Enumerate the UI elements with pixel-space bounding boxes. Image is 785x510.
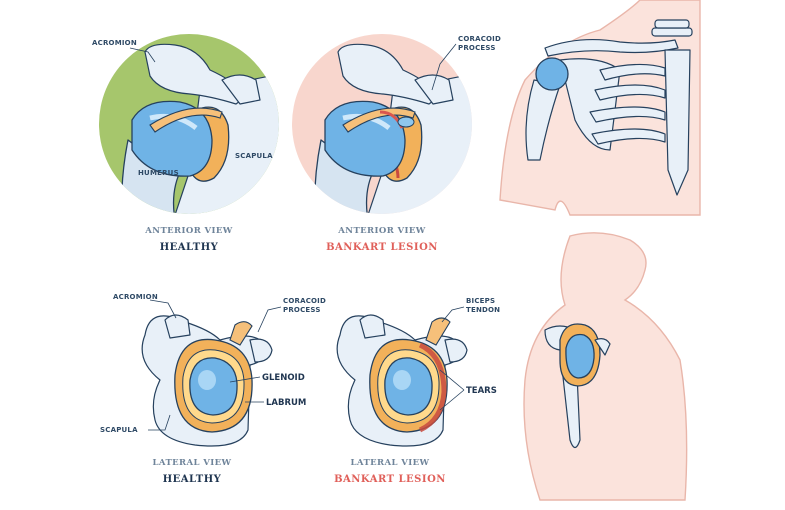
biceps-label-line2: TENDON [466, 306, 500, 314]
lateral-view-caption: LATERAL VIEW [153, 458, 232, 468]
coracoid-label-lateral-line2: PROCESS [283, 306, 321, 314]
glenoid-label: GLENOID [262, 373, 305, 383]
bankart-lesion-caption: BANKART LESION [326, 242, 438, 253]
side-body-silhouette [523, 232, 688, 501]
lateral-lesion-illustration: BICEPS TENDON TEARS LATERAL VIEW BANKART… [334, 297, 500, 485]
coracoid-label-lateral-line1: CORACOID [283, 297, 326, 305]
scapula-label-lateral: SCAPULA [100, 426, 138, 434]
coracoid-label-line2: PROCESS [458, 44, 496, 52]
healthy-caption: HEALTHY [160, 242, 219, 253]
acromion-label-lateral: ACROMION [113, 293, 158, 301]
bankart-lesion-caption-lateral: BANKART LESION [334, 474, 446, 485]
anterior-view-caption: ANTERIOR VIEW [144, 226, 232, 236]
anterior-healthy-illustration: ACROMION HUMERUS SCAPULA ANTERIOR VIEW H… [92, 34, 279, 253]
labrum-label: LABRUM [266, 398, 306, 408]
tears-label: TEARS [466, 386, 497, 396]
healthy-caption-lateral: HEALTHY [163, 474, 222, 485]
lateral-healthy-illustration: ACROMION CORACOID PROCESS GLENOID LABRUM… [100, 293, 326, 485]
lateral-view-caption-lesion: LATERAL VIEW [351, 458, 430, 468]
torso-skeleton-illustration [499, 0, 701, 216]
scapula-label: SCAPULA [235, 152, 273, 160]
acromion-label: ACROMION [92, 39, 137, 47]
humerus-label: HUMERUS [138, 169, 179, 177]
coracoid-label-line1: CORACOID [458, 35, 501, 43]
anterior-view-caption-lesion: ANTERIOR VIEW [337, 226, 425, 236]
biceps-label-line1: BICEPS [466, 297, 495, 305]
anterior-lesion-illustration: CORACOID PROCESS ANTERIOR VIEW BANKART L… [292, 34, 501, 253]
